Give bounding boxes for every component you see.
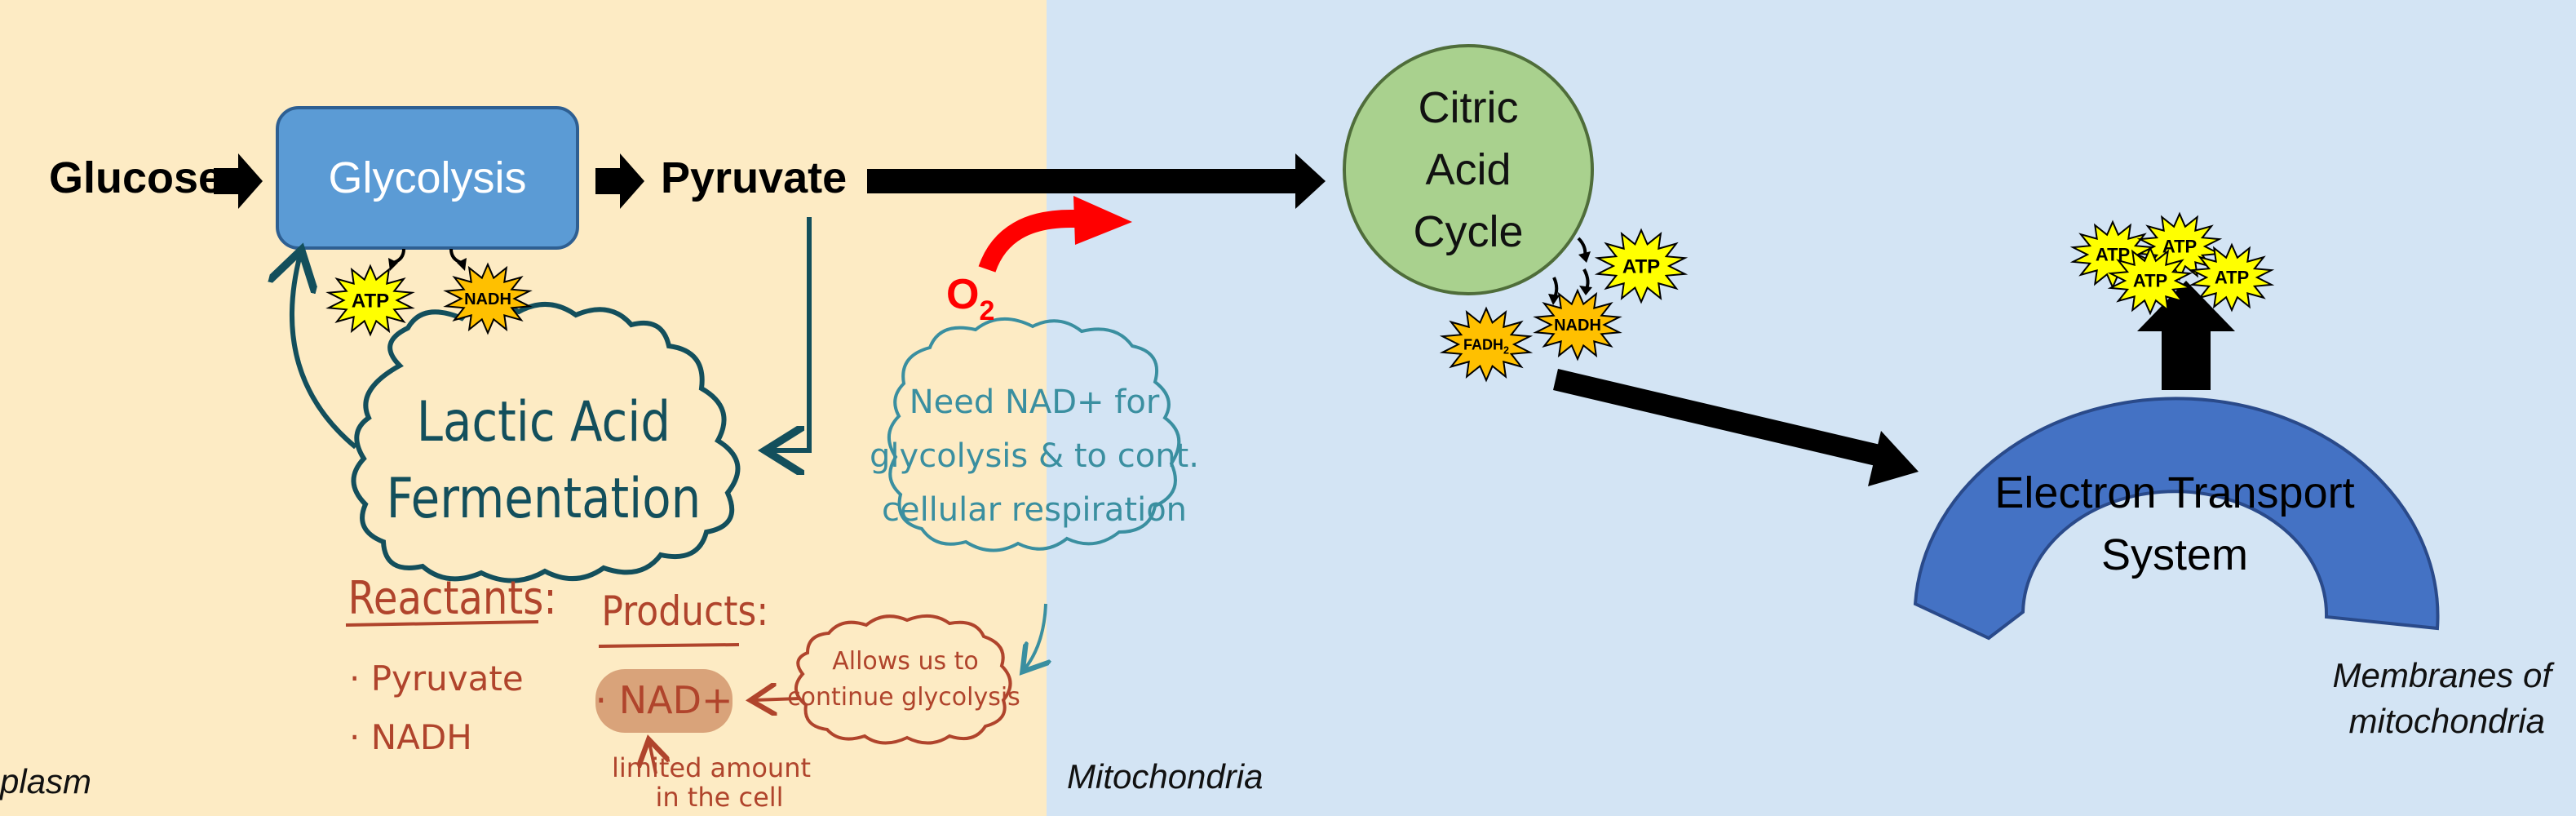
mitochondria-label: Mitochondria — [1067, 757, 1263, 796]
nadh-starburst-label: NADH — [464, 290, 511, 308]
ets-atp-arrow — [2137, 281, 2235, 390]
oxygen-arrow — [978, 209, 1076, 273]
mitochondria-region — [1047, 0, 2576, 816]
atp-starburst-label: ATP — [352, 290, 389, 312]
allows-line-2: continue glycolysis — [787, 683, 1020, 712]
cytoplasm-label: plasm — [0, 762, 91, 800]
citric-acid-cycle-circle — [1343, 44, 1594, 295]
citric-label-1: Citric — [1419, 83, 1519, 132]
atp-starburst-ets-4-label: ATP — [2215, 268, 2249, 288]
pyruvate-to-citric-arrow — [867, 153, 1326, 209]
atp-yield-arrow — [392, 248, 405, 264]
limited-amount-2: in the cell — [655, 782, 783, 813]
membranes-label-1: Membranes of — [2333, 656, 2556, 694]
oxygen-label: O2 — [946, 271, 994, 326]
glucose-to-glycolysis-arrow — [214, 153, 263, 209]
citric-to-ets-arrow — [1553, 369, 1919, 486]
atp-starburst: ATP — [325, 264, 415, 337]
note-line-1: Need NAD+ for — [910, 384, 1160, 421]
fadh2-starburst-label: FADH2 — [1463, 336, 1509, 356]
allows-glycolysis-cloud — [794, 614, 1012, 745]
nadh-yield-arrow — [449, 248, 463, 264]
nadh-starburst-citric-label: NADH — [1554, 317, 1601, 335]
lactic-acid-fermentation-cloud — [351, 301, 741, 583]
fermentation-title-2: Fermentation — [387, 465, 702, 530]
limited-amount-1: limited amount — [612, 752, 811, 783]
ets-label-1: Electron Transport — [1994, 468, 2354, 517]
nadh-starburst-citric: NADH — [1533, 288, 1622, 361]
pyruvate-label: Pyruvate — [661, 153, 847, 202]
allows-line-1: Allows us to — [832, 647, 979, 676]
fadh2-starburst: FADH2 — [1439, 306, 1534, 383]
atp-starburst-ets-3-label: ATP — [2133, 271, 2167, 291]
fermentation-title-1: Lactic Acid — [417, 388, 671, 454]
reactant-2: · NADH — [349, 717, 472, 757]
atp-starburst-citric-label: ATP — [1622, 255, 1660, 277]
products-header: Products: — [601, 588, 768, 635]
atp-starburst-ets-3: ATP — [2107, 246, 2193, 316]
atp-starburst-ets-4: ATP — [2189, 242, 2275, 313]
ets-label-2: System — [2101, 530, 2248, 579]
membranes-label-2: mitochondria — [2349, 702, 2545, 740]
citric-label-2: Acid — [1425, 145, 1511, 194]
nadh-starburst: NADH — [443, 262, 533, 335]
glycolysis-label: Glycolysis — [328, 153, 526, 202]
glycolysis-box — [276, 106, 579, 250]
glycolysis-to-pyruvate-arrow — [595, 153, 644, 209]
need-nad-note-cloud — [887, 317, 1181, 552]
reactants-header: Reactants: — [348, 573, 557, 625]
note-line-2: glycolysis & to cont. — [870, 437, 1199, 475]
electron-transport-arch — [1913, 397, 2440, 641]
nad-product-highlight — [595, 669, 733, 733]
reactant-1: · Pyruvate — [349, 659, 524, 698]
citric-label-3: Cycle — [1413, 207, 1523, 256]
atp-starburst-citric: ATP — [1594, 228, 1689, 304]
product-nad: · NAD+ — [595, 678, 733, 722]
glucose-label: Glucose — [49, 153, 223, 202]
note-line-3: cellular respiration — [882, 491, 1187, 529]
